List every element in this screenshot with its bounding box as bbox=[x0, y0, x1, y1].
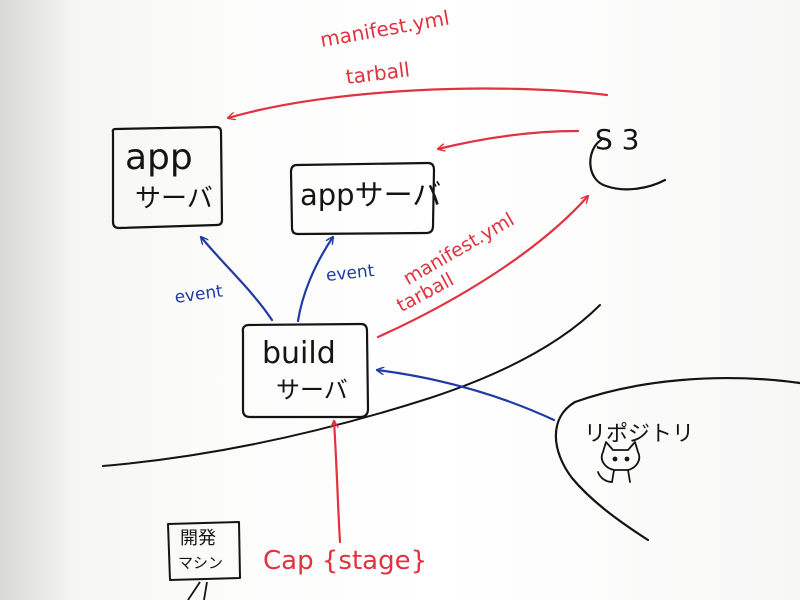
arrow-build-to-s3 bbox=[376, 196, 588, 339]
build-server-box bbox=[241, 322, 370, 419]
dev-machine-box bbox=[167, 521, 241, 581]
build-server-label-line1: build bbox=[262, 336, 336, 371]
app-server-1-label-line2: サーバ bbox=[135, 184, 213, 214]
whiteboard-edge bbox=[0, 0, 72, 600]
s3-cloud-outline bbox=[589, 138, 667, 191]
dev-machine-label-line2: マシン bbox=[178, 554, 224, 572]
app-server-2-box bbox=[289, 161, 436, 236]
arrow-s3-to-app-server-2 bbox=[438, 129, 580, 149]
app-server-1-box bbox=[111, 125, 224, 230]
repository-label: リポジトリ bbox=[584, 422, 695, 447]
octocat-icon bbox=[597, 441, 641, 483]
build-server-label-line2: サーバ bbox=[276, 376, 348, 404]
app-server-1-label-line1: app bbox=[125, 137, 193, 178]
arrow-dev-to-build bbox=[334, 419, 342, 544]
app-server-2-label: appサーバ bbox=[300, 178, 442, 212]
s3-label: S 3 bbox=[595, 123, 640, 156]
network-boundary bbox=[102, 304, 601, 467]
repository-outline bbox=[554, 377, 800, 542]
arrow-repository-to-build bbox=[377, 370, 556, 422]
dev-machine-stand bbox=[187, 581, 208, 600]
build-to-app2-label: event bbox=[325, 261, 376, 286]
dev-to-build-label: Cap {stage} bbox=[263, 546, 428, 576]
dev-machine-label-line1: 開発 bbox=[180, 528, 216, 549]
arrow-build-to-app-server-2 bbox=[296, 237, 333, 323]
arrow-build-to-app-server-1 bbox=[201, 237, 274, 322]
arrow-s3-to-app-server-1 bbox=[228, 87, 609, 118]
